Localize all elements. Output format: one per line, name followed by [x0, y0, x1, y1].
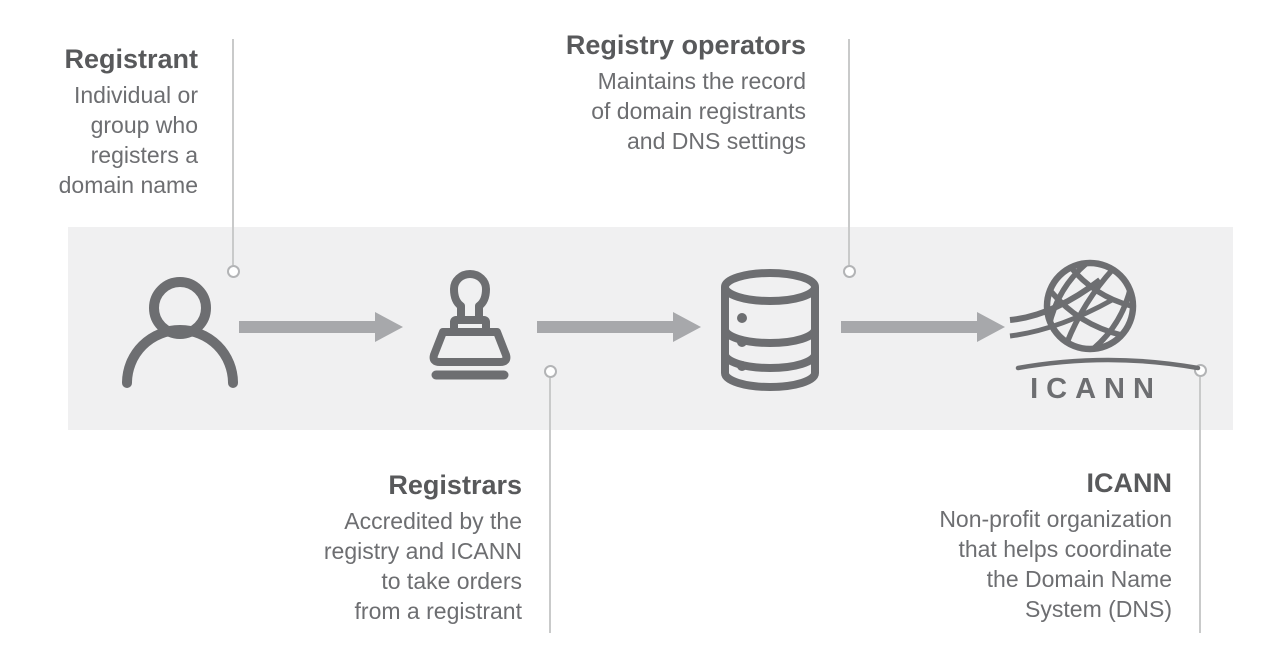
registrars-label: Registrars Accredited by the registry an…	[232, 468, 522, 626]
registry-operators-line: of domain registrants	[591, 98, 806, 124]
registrars-line: to take orders	[381, 568, 522, 594]
registrant-line: Individual or	[73, 82, 198, 108]
icann-line: System (DNS)	[1025, 596, 1172, 622]
registrars-line: Accredited by the	[344, 508, 522, 534]
registrant-label: Registrant Individual or group who regis…	[8, 42, 198, 200]
registrars-line: registry and ICANN	[323, 538, 522, 564]
connector-dot-registrant	[227, 265, 240, 278]
database-icon	[721, 269, 819, 391]
connector-dot-registrars	[544, 365, 557, 378]
icann-line: Non-profit organization	[939, 506, 1172, 532]
registry-operators-label: Registry operators Maintains the record …	[500, 28, 806, 156]
connector-line-registrant	[232, 39, 234, 265]
registrant-line: group who	[90, 112, 198, 138]
connector-line-registry-operators	[848, 39, 850, 265]
icann-line: that helps coordinate	[958, 536, 1172, 562]
registrars-heading: Registrars	[388, 470, 522, 500]
person-icon	[122, 277, 238, 388]
icann-label: ICANN Non-profit organization that helps…	[872, 466, 1172, 624]
icann-heading: ICANN	[1086, 468, 1173, 498]
connector-dot-registry-operators	[843, 265, 856, 278]
registry-operators-line: Maintains the record	[597, 68, 806, 94]
arrow-icon	[841, 312, 1005, 342]
connector-line-registrars	[549, 378, 551, 633]
arrow-icon	[537, 312, 701, 342]
registrant-heading: Registrant	[64, 44, 198, 74]
icann-wordmark: ICANN	[1030, 373, 1162, 405]
arrow-icon	[239, 312, 403, 342]
stamp-icon	[429, 270, 511, 380]
registry-operators-heading: Registry operators	[565, 30, 806, 60]
icann-logo	[1009, 259, 1201, 371]
connector-line-icann	[1199, 377, 1201, 633]
registry-operators-line: and DNS settings	[627, 128, 806, 154]
icann-line: the Domain Name	[986, 566, 1172, 592]
registrars-line: from a registrant	[354, 598, 522, 624]
registrant-line: registers a	[90, 142, 198, 168]
registrant-line: domain name	[58, 172, 198, 198]
